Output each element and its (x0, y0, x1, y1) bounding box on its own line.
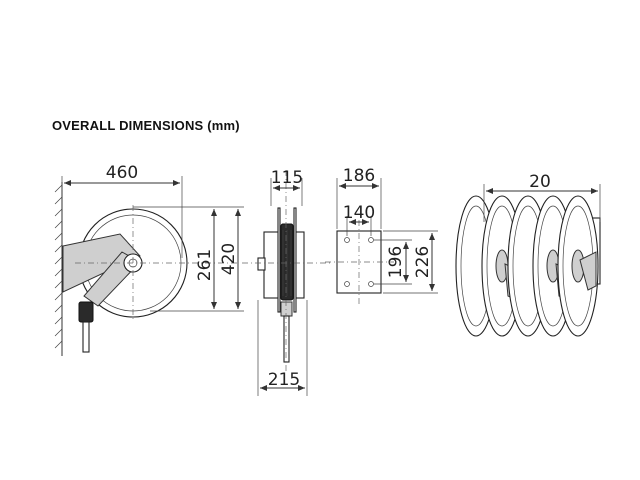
hose-end (82, 321, 90, 353)
plate-hole-top-right (368, 237, 374, 243)
dim-front-height-inner: 261 (195, 249, 215, 281)
reel-3-arm (579, 251, 597, 291)
dim-side-depth-bottom: 215 (268, 370, 300, 390)
dim-multi-spacing: 20 (529, 172, 551, 192)
dim-side-depth-top: 115 (271, 168, 303, 188)
dim-front-height-outer: 420 (219, 243, 239, 275)
plate-hole-bottom-right (368, 281, 374, 287)
dim-plate-height-outer: 226 (413, 246, 433, 278)
front-view: 460 420 261 (54, 163, 244, 356)
dim-plate-width-outer: 186 (343, 166, 375, 186)
wall-hatch (54, 182, 63, 356)
multi-reel-view: 20 (455, 172, 601, 337)
plate-view: 186 140 196 226 (325, 166, 438, 304)
dim-plate-height-inner: 196 (386, 246, 406, 278)
page-title: OVERALL DIMENSIONS (mm) (52, 118, 240, 133)
plate-hole-bottom-left (344, 281, 350, 287)
side-outlet (280, 301, 293, 317)
dim-front-width: 460 (106, 163, 138, 183)
side-mount-tab (257, 257, 266, 271)
side-hose-end (283, 315, 290, 363)
plate-hole-top-left (344, 237, 350, 243)
hose-outlet (78, 301, 94, 323)
side-view: 115 215 (242, 168, 330, 396)
dim-plate-width-inner: 140 (343, 203, 375, 223)
